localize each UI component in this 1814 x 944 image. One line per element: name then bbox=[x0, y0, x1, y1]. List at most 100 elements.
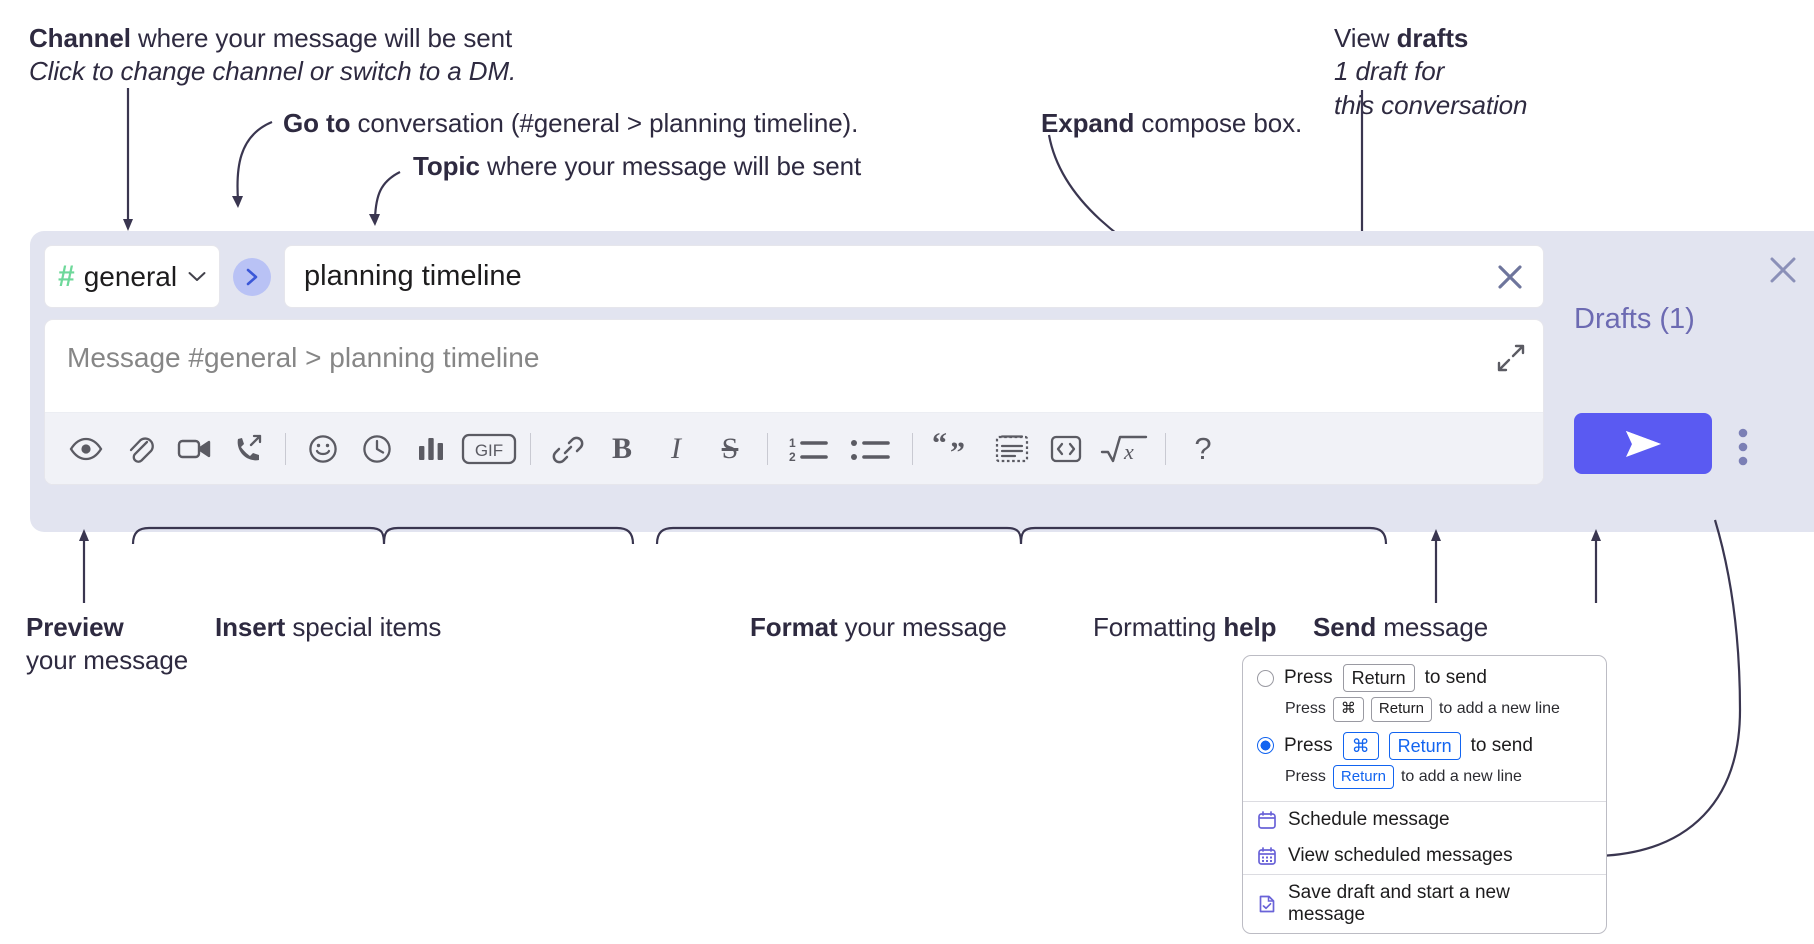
arrowhead-preview bbox=[79, 529, 89, 541]
expand-compose-icon[interactable] bbox=[1496, 343, 1526, 373]
send-option-cmd-return[interactable]: Press ⌘ Return to send Press Return to a… bbox=[1243, 730, 1606, 802]
blockquote-icon[interactable]: “ ” bbox=[923, 422, 985, 476]
message-text-area[interactable]: Message #general > planning timeline bbox=[45, 320, 1543, 412]
annotation-drafts: View drafts 1 draft for this conversatio… bbox=[1334, 22, 1528, 122]
option1-sub-key-cmd: ⌘ bbox=[1332, 697, 1364, 722]
option2-sub-key-return: Return bbox=[1332, 764, 1394, 790]
annotation-help-rest: Formatting bbox=[1093, 612, 1224, 642]
compose-right-cluster: Drafts (1) bbox=[1560, 231, 1814, 532]
preview-icon[interactable] bbox=[59, 422, 113, 476]
formatting-toolbar: GIF B I bbox=[45, 412, 1543, 484]
toolbar-separator bbox=[285, 432, 286, 465]
huddle-icon[interactable] bbox=[221, 422, 275, 476]
annotation-insert-bold: Insert bbox=[215, 612, 286, 642]
channel-selector[interactable]: # general bbox=[44, 245, 220, 308]
svg-text:x: x bbox=[1123, 439, 1134, 464]
annotation-channel-bold: Channel bbox=[29, 23, 131, 53]
annotation-drafts-sub2: this conversation bbox=[1334, 89, 1528, 120]
option1-sub-press: Press bbox=[1285, 700, 1326, 718]
menu-item-view-scheduled[interactable]: View scheduled messages bbox=[1243, 838, 1606, 874]
arrowhead-channel bbox=[123, 219, 133, 231]
menu-divider bbox=[1243, 874, 1606, 876]
compose-header-row: # general planning timeline bbox=[44, 245, 1544, 308]
gif-icon[interactable]: GIF bbox=[458, 422, 520, 476]
svg-text:”: ” bbox=[950, 436, 965, 469]
link-icon[interactable] bbox=[541, 422, 595, 476]
option2-sub-press: Press bbox=[1285, 767, 1326, 785]
toolbar-separator bbox=[912, 432, 913, 465]
bold-icon[interactable]: B bbox=[611, 431, 632, 465]
annotation-drafts-sub1: 1 draft for bbox=[1334, 56, 1445, 87]
drafts-link[interactable]: Drafts (1) bbox=[1574, 303, 1695, 335]
italic-icon[interactable]: I bbox=[671, 431, 681, 465]
toolbar-separator bbox=[1165, 432, 1166, 465]
send-option-cmd-return-sub: Press Return to add a new line bbox=[1285, 764, 1592, 790]
send-option-return[interactable]: Press Return to send Press ⌘ Return to a… bbox=[1243, 656, 1606, 730]
code-icon[interactable] bbox=[1039, 422, 1093, 476]
arrowhead-topic bbox=[369, 214, 380, 226]
arrowhead-send bbox=[1591, 529, 1601, 541]
bulleted-list-icon[interactable] bbox=[840, 422, 902, 476]
option2-key-return: Return bbox=[1388, 731, 1461, 760]
clock-icon[interactable] bbox=[350, 422, 404, 476]
option1-press: Press bbox=[1284, 667, 1333, 689]
goto-conversation-button[interactable] bbox=[233, 257, 271, 296]
ordered-list-icon[interactable]: 1 2 bbox=[778, 422, 840, 476]
annotation-insert-rest: special items bbox=[285, 612, 442, 642]
option2-key-cmd: ⌘ bbox=[1342, 731, 1379, 760]
radio-cmd-return[interactable] bbox=[1257, 737, 1274, 755]
code-block-icon[interactable] bbox=[985, 422, 1039, 476]
annotation-format-bold: Format bbox=[750, 612, 838, 642]
annotation-preview: Preview your message bbox=[26, 611, 188, 678]
annotation-format-rest: your message bbox=[837, 612, 1007, 642]
annotation-preview-rest: your message bbox=[26, 645, 189, 676]
topic-value: planning timeline bbox=[304, 260, 522, 292]
clear-topic-icon[interactable] bbox=[1493, 260, 1527, 294]
annotation-channel-rest: where your message will be sent bbox=[130, 23, 513, 53]
attachment-icon[interactable] bbox=[113, 422, 167, 476]
annotation-send: Send message bbox=[1313, 611, 1488, 644]
menu-item-schedule-message[interactable]: Schedule message bbox=[1243, 802, 1606, 838]
menu-item-schedule-label: Schedule message bbox=[1288, 809, 1450, 831]
svg-text:GIF: GIF bbox=[475, 441, 503, 460]
strikethrough-icon[interactable]: S bbox=[721, 431, 739, 465]
bottom-braces bbox=[79, 519, 1742, 858]
math-icon[interactable]: x bbox=[1093, 422, 1155, 476]
annotation-preview-bold: Preview bbox=[26, 612, 124, 642]
option1-sub-suffix: to add a new line bbox=[1438, 700, 1560, 718]
compose-inner: # general planning timeline Messag bbox=[44, 245, 1544, 485]
svg-text:“: “ bbox=[932, 427, 947, 460]
annotation-topic-bold: Topic bbox=[413, 151, 480, 181]
option2-press: Press bbox=[1284, 734, 1333, 756]
toolbar-separator bbox=[530, 432, 531, 465]
formatting-help-icon[interactable]: ? bbox=[1194, 430, 1212, 466]
chevron-down-icon bbox=[188, 272, 206, 281]
compose-panel: # general planning timeline Messag bbox=[30, 231, 1814, 532]
annotation-expand: Expand compose box. bbox=[1041, 107, 1302, 140]
send-option-return-row[interactable]: Press Return to send bbox=[1257, 664, 1592, 693]
hash-icon: # bbox=[58, 259, 75, 293]
radio-return[interactable] bbox=[1257, 669, 1274, 687]
annotation-help: Formatting help bbox=[1093, 611, 1277, 644]
calendar-grid-icon bbox=[1258, 847, 1276, 865]
topic-input[interactable]: planning timeline bbox=[284, 245, 1544, 308]
annotation-help-bold: help bbox=[1223, 612, 1277, 642]
close-panel-icon[interactable] bbox=[1766, 253, 1800, 287]
message-placeholder: Message #general > planning timeline bbox=[67, 342, 540, 373]
send-button[interactable] bbox=[1574, 413, 1712, 474]
menu-item-save-draft[interactable]: Save draft and start a new message bbox=[1243, 875, 1606, 933]
video-icon[interactable] bbox=[167, 422, 221, 476]
send-icon bbox=[1626, 430, 1661, 457]
option2-suffix: to send bbox=[1470, 734, 1533, 756]
menu-divider bbox=[1243, 801, 1606, 803]
compose-options-icon[interactable] bbox=[1736, 427, 1750, 467]
emoji-icon[interactable] bbox=[296, 422, 350, 476]
leader-lines-top bbox=[123, 88, 1367, 305]
annotation-insert: Insert special items bbox=[215, 611, 441, 644]
send-option-cmd-return-row[interactable]: Press ⌘ Return to send bbox=[1257, 731, 1592, 760]
annotation-expand-bold: Expand bbox=[1041, 108, 1135, 138]
svg-text:2: 2 bbox=[789, 450, 796, 464]
annotation-send-bold: Send bbox=[1313, 612, 1377, 642]
poll-icon[interactable] bbox=[404, 422, 458, 476]
message-compose-box[interactable]: Message #general > planning timeline bbox=[44, 319, 1544, 485]
